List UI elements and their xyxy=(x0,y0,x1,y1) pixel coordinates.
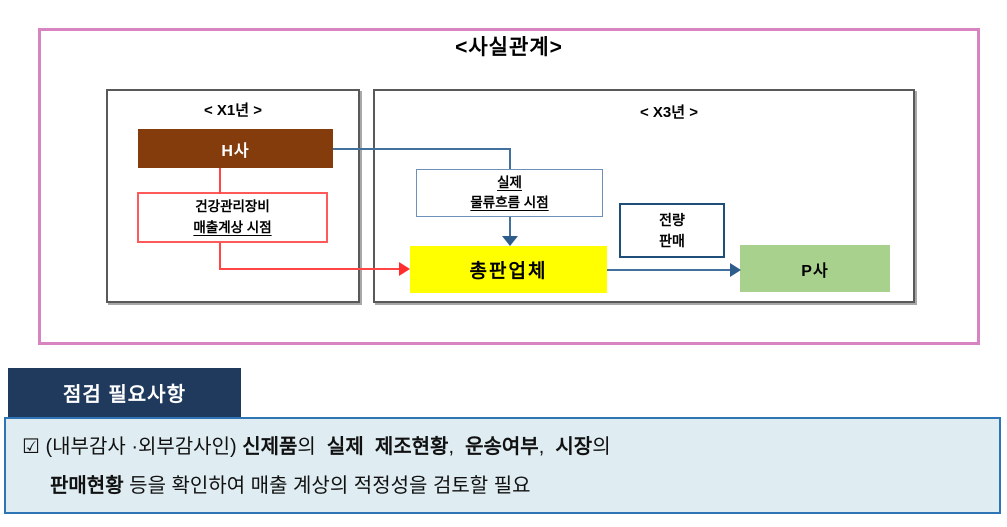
checklist-body-box: ☑ (내부감사 ·외부감사인) 신제품의 실제 제조현황, 운송여부, 시장의 … xyxy=(4,417,1001,514)
red-arrow-right-icon xyxy=(399,262,410,276)
full-sale-line1: 전량 xyxy=(659,211,685,228)
logistics-line2: 물류흐름 시점 xyxy=(470,195,549,210)
p-company-box: P사 xyxy=(740,245,890,292)
p-company-label: P사 xyxy=(801,262,829,280)
h-company-label: H사 xyxy=(221,142,250,160)
blue-connector-vertical-2 xyxy=(509,217,511,238)
red-connector-horizontal xyxy=(219,268,401,270)
blue-arrow-right-icon xyxy=(730,263,741,277)
blue-connector-horizontal-1 xyxy=(333,148,511,150)
checklist-header: 점검 필요사항 xyxy=(8,368,241,417)
blue-connector-horizontal-2 xyxy=(607,269,733,271)
checklist-line-1: ☑ (내부감사 ·외부감사인) 신제품의 실제 제조현황, 운송여부, 시장의 xyxy=(22,436,611,458)
revenue-recognition-note-box: 건강관리장비 매출계상 시점 xyxy=(137,192,328,243)
checklist-line-2: 판매현황 등을 확인하여 매출 계상의 적정성을 검토할 필요 xyxy=(50,475,531,497)
full-sale-box: 전량 판매 xyxy=(619,203,725,258)
checklist-header-label: 점검 필요사항 xyxy=(63,384,186,406)
blue-arrow-down-icon xyxy=(502,236,518,246)
year-x1-label: < X1년 > xyxy=(203,102,262,119)
distributor-box: 총판업체 xyxy=(410,246,607,293)
blue-connector-vertical-1 xyxy=(509,148,511,169)
logistics-line1: 실제 xyxy=(497,174,522,190)
red-connector-vertical-1 xyxy=(219,168,221,194)
distributor-label: 총판업체 xyxy=(469,261,548,282)
note-line2: 매출계상 시점 xyxy=(193,219,272,235)
red-connector-vertical-2 xyxy=(219,243,221,270)
diagram-title: <사실관계> xyxy=(455,36,563,59)
note-line1: 건강관리장비 xyxy=(195,199,270,215)
year-x3-label: < X3년 > xyxy=(639,104,698,121)
full-sale-line2: 판매 xyxy=(659,232,685,249)
logistics-flow-box: 실제 물류흐름 시점 xyxy=(416,169,603,217)
h-company-box: H사 xyxy=(138,129,333,168)
